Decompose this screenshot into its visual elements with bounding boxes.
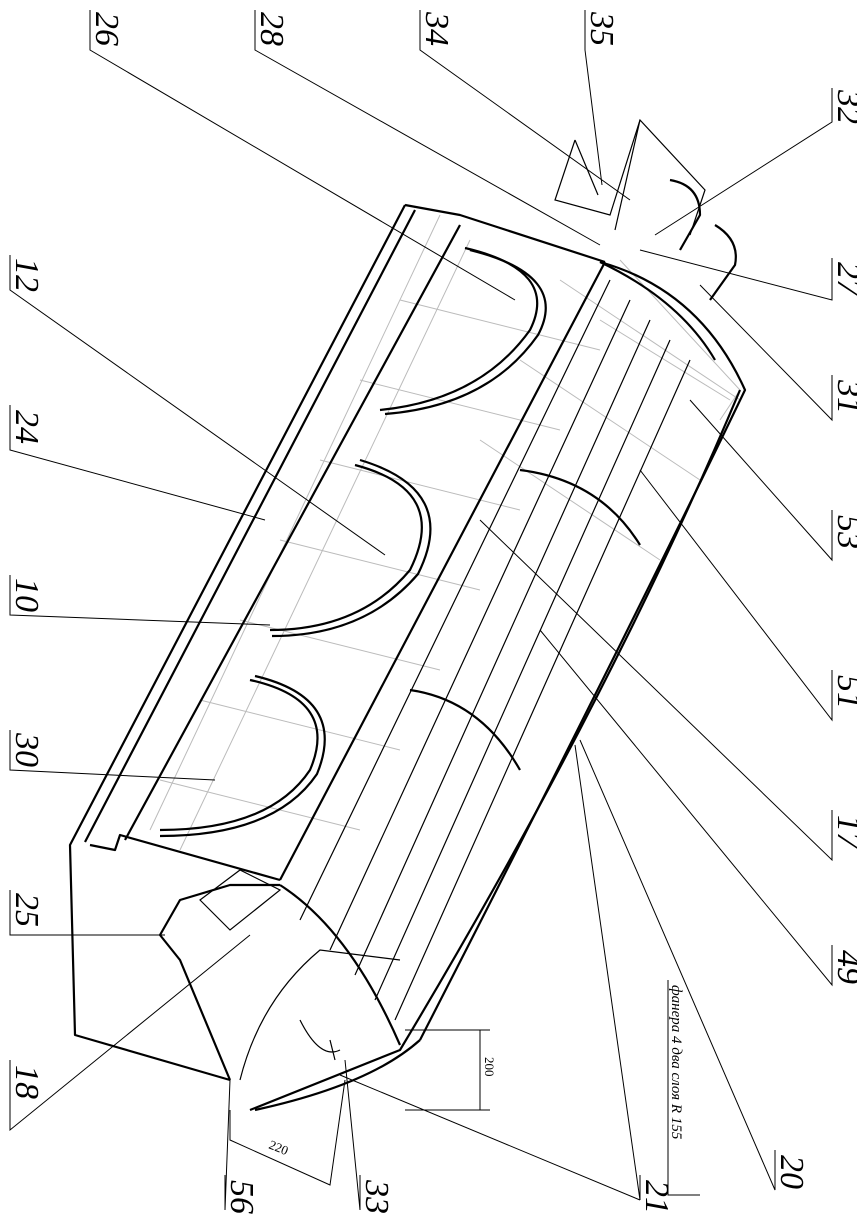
label-32: 32 — [830, 89, 857, 124]
label-35: 35 — [583, 11, 620, 46]
label-21: 21 — [638, 1180, 675, 1214]
dimension-220: 220 — [267, 1137, 291, 1158]
dimension-lines: 200 220 — [229, 1029, 497, 1186]
label-10: 10 — [8, 578, 45, 612]
label-31: 31 — [830, 379, 857, 414]
leader-lines — [9, 10, 833, 1211]
label-33: 33 — [358, 1179, 395, 1214]
dimension-200: 200 — [482, 1057, 497, 1077]
label-49: 49 — [830, 950, 857, 984]
label-28: 28 — [253, 12, 290, 46]
label-27: 27 — [830, 262, 857, 298]
part-labels: 26 28 34 35 32 27 31 53 51 17 49 20 21 3… — [8, 11, 857, 1214]
label-53: 53 — [830, 515, 857, 549]
label-24: 24 — [8, 410, 45, 444]
label-51: 51 — [830, 675, 857, 709]
label-25: 25 — [8, 893, 45, 927]
label-20: 20 — [773, 1155, 810, 1189]
hull-outline — [68, 118, 747, 1112]
label-18: 18 — [8, 1065, 45, 1099]
label-30: 30 — [8, 732, 45, 767]
material-note: фанера 4 два слоя R 155 — [668, 985, 684, 1140]
hidden-frame-lines — [149, 214, 741, 851]
label-17: 17 — [830, 815, 857, 851]
label-12: 12 — [8, 258, 45, 292]
label-26: 26 — [88, 12, 125, 46]
label-34: 34 — [418, 11, 455, 46]
label-56: 56 — [223, 1180, 260, 1214]
